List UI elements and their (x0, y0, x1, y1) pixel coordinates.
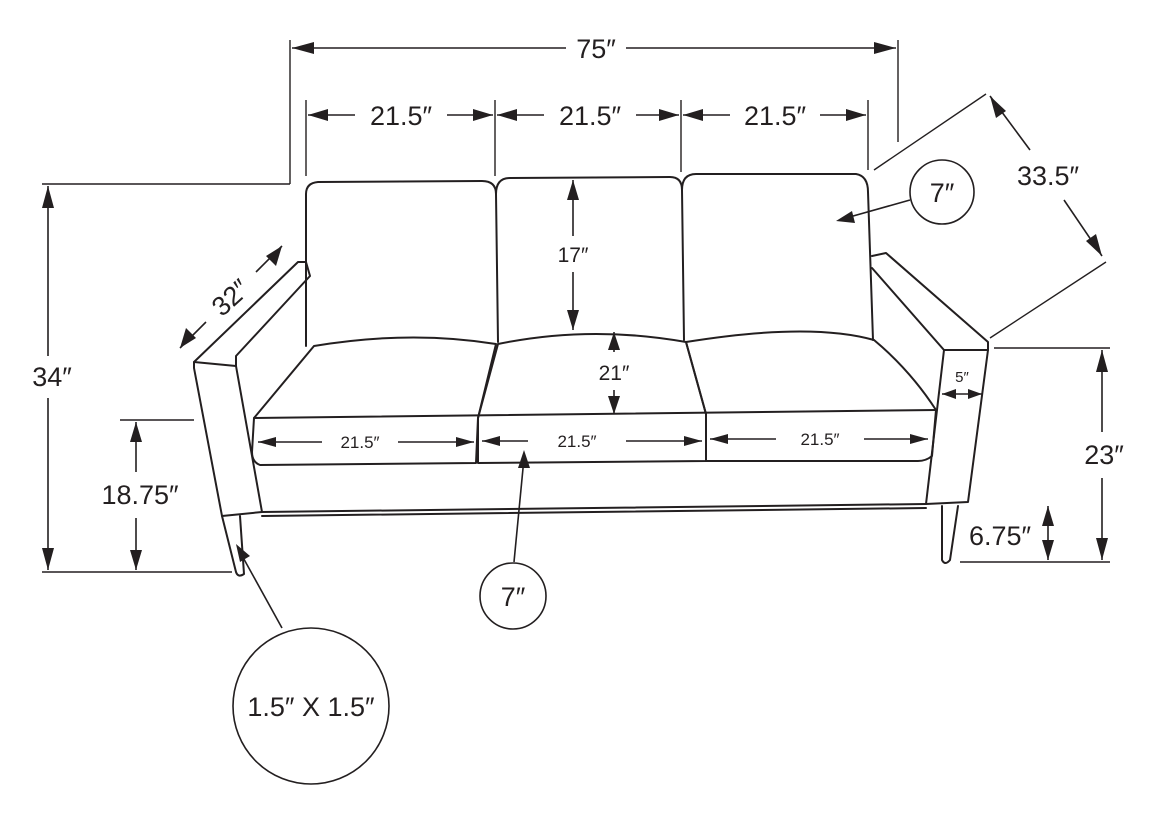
seat-depth-label: 21″ (599, 362, 630, 385)
seat-cushion-width-label-3: 21.5″ (800, 430, 839, 449)
leg-right (941, 505, 959, 564)
back-cushion-right (681, 173, 874, 341)
arm-length-label: 32″ (206, 273, 256, 322)
leg-height-label: 6.75″ (969, 521, 1032, 551)
back-cushion-thickness-label: 7″ (930, 178, 955, 208)
seat-cushion-width-label-2: 21.5″ (557, 432, 596, 451)
callout-bubbles: 7″ 7″ 1.5″ X 1.5″ (232, 159, 975, 785)
dimension-arrows (42, 42, 1108, 629)
back-cushion-thickness-bubble (909, 159, 975, 225)
right-arm (871, 252, 989, 505)
extension-lines (42, 40, 1110, 573)
seat-cushion-thickness-bubble (479, 562, 547, 630)
seat-cushion-thickness-label: 7″ (501, 582, 526, 612)
left-arm (193, 261, 311, 517)
seat-front-line (253, 409, 937, 419)
leg-left (221, 515, 245, 577)
leg-size-label: 1.5″ X 1.5″ (247, 692, 375, 722)
seat-cushion-right (685, 330, 937, 462)
overall-height-label: 34″ (32, 362, 72, 392)
back-cushion-center (495, 176, 685, 341)
back-cushion-left (305, 180, 499, 347)
section-width-label-2: 21.5″ (559, 101, 622, 131)
back-cushion-height-label: 17″ (558, 244, 589, 267)
arm-width-label: 5″ (955, 369, 969, 386)
sofa-drawing (193, 173, 989, 577)
arm-height-label: 23″ (1084, 440, 1124, 470)
overall-width-label: 75″ (576, 34, 616, 64)
base-rail (261, 503, 927, 517)
overall-depth-label: 33.5″ (1017, 161, 1080, 191)
seat-height-label: 18.75″ (101, 480, 179, 510)
section-width-label-1: 21.5″ (370, 101, 433, 131)
section-width-label-3: 21.5″ (744, 101, 807, 131)
seat-cushion-width-label-1: 21.5″ (340, 433, 379, 452)
leg-size-bubble (232, 627, 390, 785)
